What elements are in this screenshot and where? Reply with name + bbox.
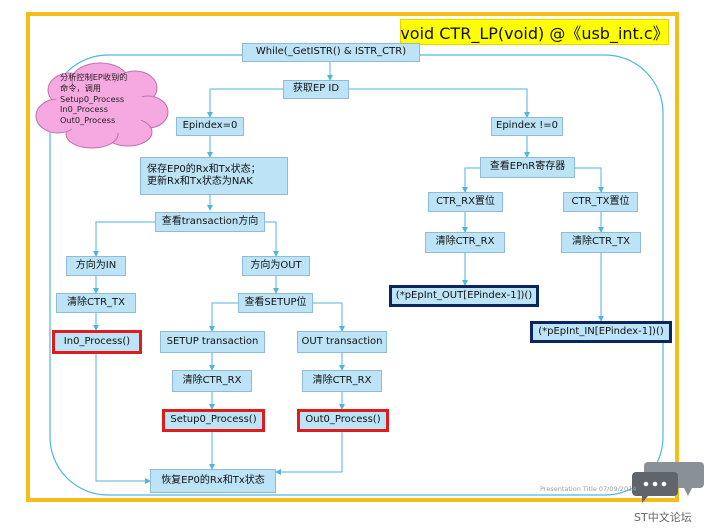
note-text: 分析控制EP收到的 命令，调用 Setup0_Process In0_Proce… bbox=[60, 72, 150, 126]
function-title: void CTR_LP(void) @《usb_int.c》 bbox=[400, 19, 669, 45]
wire-setup-to-setup-tx bbox=[209, 302, 238, 332]
direction-in-box: 方向为IN bbox=[66, 256, 126, 276]
wire-epnr-to-tx bbox=[575, 167, 604, 193]
out0-process-box: Out0_Process() bbox=[297, 409, 389, 432]
wire-check-to-in bbox=[93, 221, 155, 257]
wire-epnr-to-rx bbox=[462, 167, 480, 193]
check-epnr-box: 查看EPnR寄存器 bbox=[480, 157, 575, 178]
note-line: Setup0_Process bbox=[60, 93, 125, 104]
wire-getid-to-epn bbox=[349, 88, 530, 118]
in-callback-box: (*pEpInt_IN[EPindex-1])() bbox=[530, 321, 672, 343]
save-state-line: 保存EP0的Rx和Tx状态； bbox=[147, 163, 261, 175]
note-line: Out0_Process bbox=[60, 115, 116, 126]
direction-out-box: 方向为OUT bbox=[242, 256, 310, 276]
note-line: In0_Process bbox=[60, 104, 108, 115]
note-line: 命令，调用 bbox=[60, 82, 101, 93]
while-loop-box: While(_GetISTR() & ISTR_CTR) bbox=[242, 43, 420, 62]
ctr-tx-set-box: CTR_TX置位 bbox=[563, 192, 638, 212]
clear-ctr-rx-out-box: 清除CTR_RX bbox=[302, 370, 382, 392]
out-transaction-box: OUT transaction bbox=[297, 331, 387, 353]
save-state-line: 更新Rx和Tx状态为NAK bbox=[147, 176, 253, 187]
check-direction-box: 查看transaction方向 bbox=[155, 212, 265, 232]
setup-transaction-box: SETUP transaction bbox=[160, 331, 265, 353]
epindex-zero-box: Epindex=0 bbox=[176, 117, 244, 136]
epindex-nonzero-box: Epindex !=0 bbox=[491, 117, 563, 136]
wire-setup-to-out-tx bbox=[313, 302, 345, 332]
wire-check-to-out bbox=[265, 221, 279, 257]
wire-in0-to-restore bbox=[95, 354, 151, 484]
clear-ctr-rx-n-box: 清除CTR_RX bbox=[425, 232, 505, 253]
note-cloud bbox=[35, 62, 169, 149]
clear-ctr-rx-setup-box: 清除CTR_RX bbox=[172, 370, 252, 392]
note-line: 分析控制EP收到的 bbox=[60, 72, 128, 82]
setup0-process-box: Setup0_Process() bbox=[162, 409, 265, 432]
ctr-rx-set-box: CTR_RX置位 bbox=[428, 192, 503, 212]
slide-frame bbox=[26, 12, 679, 502]
wire-getid-to-ep0 bbox=[207, 88, 283, 118]
save-state-box: 保存EP0的Rx和Tx状态； 更新Rx和Tx状态为NAK bbox=[140, 157, 288, 195]
out-callback-box: (*pEpInt_OUT[EPindex-1])() bbox=[389, 285, 539, 307]
clear-ctr-tx-n-box: 清除CTR_TX bbox=[561, 232, 641, 253]
site-watermark: ST中文论坛 bbox=[634, 511, 692, 524]
chat-logo-icon bbox=[632, 462, 704, 503]
in0-process-box: In0_Process() bbox=[52, 330, 142, 354]
wire-out0-to-restore bbox=[275, 431, 343, 475]
get-ep-id-box: 获取EP ID bbox=[283, 80, 349, 99]
check-setup-box: 查看SETUP位 bbox=[238, 293, 313, 313]
slide-footer: Presentation Title 07/09/2014 bbox=[540, 485, 637, 493]
restore-state-box: 恢复EP0的Rx和Tx状态 bbox=[150, 469, 276, 493]
clear-ctr-tx-in-box: 清除CTR_TX bbox=[56, 293, 136, 313]
